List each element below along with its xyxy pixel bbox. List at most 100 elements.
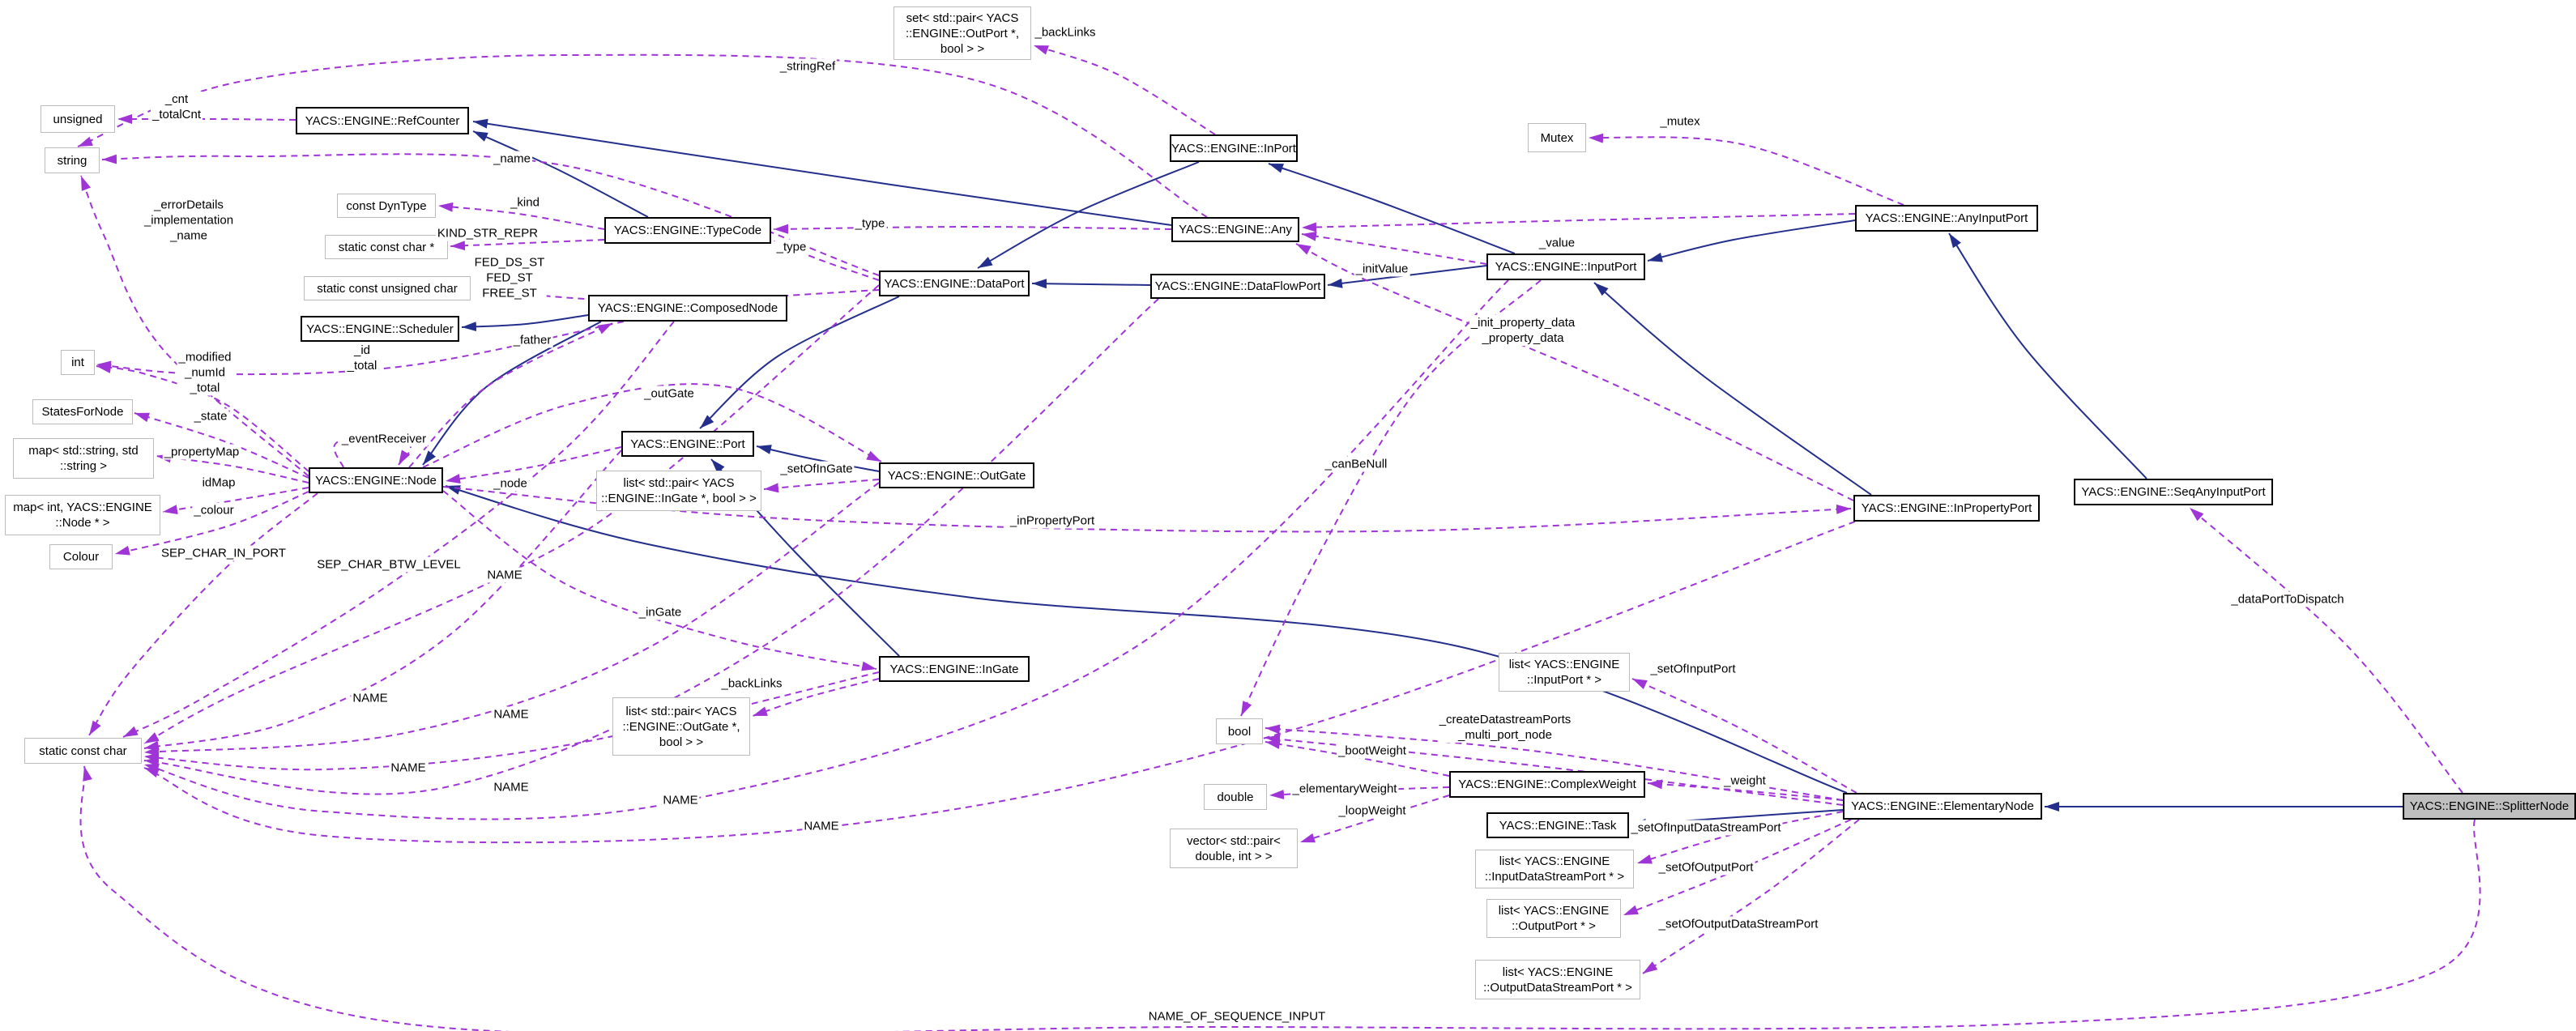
edge-splitternode-to-scc (79, 765, 2481, 1031)
edge-node-to-node (333, 431, 412, 468)
class-node-any[interactable]: YACS::ENGINE::Any (1171, 217, 1299, 242)
edge-inputport-to-scc (143, 279, 1509, 820)
class-node-node[interactable]: YACS::ENGINE::Node (309, 467, 443, 493)
class-node-dataport[interactable]: YACS::ENGINE::DataPort (879, 271, 1030, 296)
edge-splitternode-to-seqanyinputport (2189, 507, 2463, 794)
class-node-vector_pair: vector< std::pair< double, int > > (1170, 829, 1298, 868)
class-node-list_ingate: list< std::pair< YACS ::ENGINE::InGate *… (596, 471, 761, 511)
edge-dataport-to-scc (143, 284, 880, 744)
edge-inputport-to-dataflowport (1327, 265, 1487, 288)
class-node-map_string: map< std::string, std ::string > (13, 438, 154, 479)
class-node-typecode[interactable]: YACS::ENGINE::TypeCode (604, 217, 771, 244)
edge-node-to-outgate (422, 383, 882, 468)
class-node-outgate[interactable]: YACS::ENGINE::OutGate (879, 462, 1034, 488)
class-node-bool: bool (1216, 718, 1263, 744)
edge-elementarynode-to-node (445, 485, 1848, 794)
edge-inport-to-set_outport (1033, 45, 1216, 135)
class-node-double: double (1204, 784, 1267, 810)
class-node-unsigned: unsigned (41, 105, 115, 133)
class-node-inpropertyport[interactable]: YACS::ENGINE::InPropertyPort (1853, 495, 2040, 522)
edge-node-to-map_int_node (162, 487, 309, 515)
class-node-dataflowport[interactable]: YACS::ENGINE::DataFlowPort (1150, 274, 1325, 299)
edge-inpropertyport-to-inputport (1593, 282, 1872, 496)
class-node-list_outputport: list< YACS::ENGINE ::OutputPort * > (1486, 899, 1621, 938)
class-node-sccp: static const char * (325, 235, 448, 259)
edge-inputport-to-bool (1240, 279, 1542, 717)
class-node-complexweight[interactable]: YACS::ENGINE::ComplexWeight (1449, 771, 1645, 798)
edge-dataport-to-typecode (773, 240, 880, 281)
edge-node-to-scc (88, 492, 318, 736)
edge-seqanyinputport-to-anyinputport (1948, 232, 2147, 479)
edge-inputport-to-any (1301, 231, 1487, 265)
edge-complexweight-to-bool (1265, 739, 1450, 777)
edge-node-to-int (96, 363, 309, 472)
edge-elementarynode-to-complexweight (1647, 779, 1844, 801)
edge-anyinputport-to-any (1301, 213, 1856, 232)
edge-elementarynode-to-list_inputport (1631, 678, 1857, 794)
class-node-port[interactable]: YACS::ENGINE::Port (621, 431, 754, 457)
edge-elementarynode-to-task (1631, 809, 1844, 829)
edge-elementarynode-to-list_outputdsp (1642, 819, 1860, 974)
class-node-anyinputport[interactable]: YACS::ENGINE::AnyInputPort (1855, 205, 2038, 232)
edge-elementarynode-to-bool (1265, 724, 1844, 801)
edge-any-to-string (77, 53, 1208, 218)
class-node-list_inputport: list< YACS::ENGINE ::InputPort * > (1499, 653, 1630, 692)
edge-complexweight-to-vector_pair (1299, 795, 1450, 843)
edge-ingate-to-list_outgate (752, 678, 880, 717)
edge-composednode-to-scheduler (461, 314, 589, 332)
class-node-colour: Colour (49, 544, 113, 569)
edge-typecode-to-refcounter (472, 130, 649, 218)
class-node-elementarynode[interactable]: YACS::ENGINE::ElementaryNode (1843, 793, 2042, 820)
class-node-set_outport: set< std::pair< YACS ::ENGINE::OutPort *… (893, 6, 1031, 60)
edge-dataport-to-port (699, 296, 900, 429)
edge-outgate-to-scc (143, 482, 880, 756)
class-node-scc: static const char (24, 738, 142, 764)
class-node-string: string (45, 147, 100, 173)
class-node-splitternode: YACS::ENGINE::SplitterNode (2403, 793, 2576, 820)
edge-port-to-scc (143, 449, 622, 751)
edge-node-to-map_string (156, 453, 309, 484)
class-node-list_outgate: list< std::pair< YACS ::ENGINE::OutGate … (612, 697, 750, 756)
class-node-dyntype: const DynType (337, 194, 436, 218)
edge-any-to-refcounter (472, 118, 1172, 226)
class-node-ingate[interactable]: YACS::ENGINE::InGate (879, 656, 1030, 682)
edge-refcounter-to-unsigned (117, 113, 296, 124)
edge-ingate-to-scc (143, 671, 880, 771)
edge-outgate-to-list_ingate (763, 479, 880, 493)
edge-anyinputport-to-mutex (1588, 133, 1904, 206)
edge-dataflowport-to-dataport (1031, 279, 1151, 289)
edge-node-to-statesfornode (134, 412, 309, 479)
edge-elementarynode-to-bool (1265, 734, 1844, 806)
edge-elementarynode-to-list_inputdsp (1636, 811, 1844, 864)
edge-typecode-to-sccp (450, 239, 605, 251)
edge-any-to-typecode (773, 224, 1172, 234)
class-node-composednode[interactable]: YACS::ENGINE::ComposedNode (588, 295, 787, 322)
edge-composednode-to-scc (122, 321, 675, 738)
edge-complexweight-to-double (1269, 786, 1450, 800)
edge-typecode-to-dyntype (437, 202, 605, 230)
class-node-task[interactable]: YACS::ENGINE::Task (1486, 812, 1629, 838)
class-node-list_outputdsp: list< YACS::ENGINE ::OutputDataStreamPor… (1475, 960, 1640, 999)
edge-outgate-to-port (756, 445, 880, 472)
edge-inport-to-dataport (977, 161, 1200, 269)
class-node-sccu: static const unsigned char (304, 276, 471, 300)
class-node-inputport[interactable]: YACS::ENGINE::InputPort (1486, 253, 1645, 280)
class-node-statesfornode: StatesForNode (32, 399, 133, 424)
class-node-inport[interactable]: YACS::ENGINE::InPort (1170, 134, 1298, 162)
edge-node-to-string (80, 175, 309, 477)
class-node-list_inputdsp: list< YACS::ENGINE ::InputDataStreamPort… (1475, 850, 1634, 888)
class-node-scheduler[interactable]: YACS::ENGINE::Scheduler (301, 316, 459, 342)
edge-inpropertyport-to-any (1295, 243, 1854, 501)
edge-anyinputport-to-inputport (1647, 219, 1856, 262)
class-node-int: int (61, 350, 95, 375)
edge-node-to-composednode (408, 322, 613, 468)
edge-inpropertyport-to-scc (143, 521, 1856, 844)
class-node-map_int_node: map< int, YACS::ENGINE ::Node * > (5, 495, 160, 535)
edge-dataport-to-string (101, 153, 880, 276)
class-node-seqanyinputport[interactable]: YACS::ENGINE::SeqAnyInputPort (2074, 479, 2273, 505)
edge-inputport-to-inport (1268, 163, 1516, 254)
class-node-mutex: Mutex (1528, 123, 1586, 152)
class-node-refcounter[interactable]: YACS::ENGINE::RefCounter (296, 107, 469, 134)
